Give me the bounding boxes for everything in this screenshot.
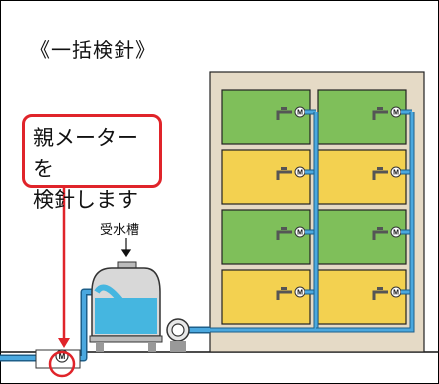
sub-meter: M bbox=[294, 106, 306, 118]
sub-meter: M bbox=[294, 166, 306, 178]
riser-pipes bbox=[210, 109, 415, 333]
apartment-unit bbox=[221, 269, 311, 325]
apartment-unit bbox=[317, 269, 407, 325]
sub-meter: M bbox=[390, 226, 402, 238]
apartment-unit bbox=[317, 209, 407, 265]
diagram-title: 《一括検針》 bbox=[30, 38, 156, 62]
faucet-icon bbox=[372, 287, 388, 300]
sub-meter-symbol: M bbox=[393, 170, 399, 177]
faucet-icon bbox=[372, 107, 388, 120]
callout-line-1: 親メーターを bbox=[33, 126, 138, 181]
water-tank bbox=[89, 261, 163, 352]
apartment-unit bbox=[221, 209, 311, 265]
tank-water bbox=[95, 298, 157, 334]
master-meter: M bbox=[35, 349, 81, 378]
sub-meter: M bbox=[390, 166, 402, 178]
apartment-unit bbox=[317, 149, 407, 205]
apartment-units: M M M M M M M M bbox=[221, 89, 407, 325]
sub-meter-symbol: M bbox=[297, 110, 303, 117]
sub-meter: M bbox=[390, 286, 402, 298]
sub-meter-symbol: M bbox=[297, 290, 303, 297]
faucet-icon bbox=[372, 167, 388, 180]
master-meter-symbol: M bbox=[59, 352, 66, 361]
apartment-unit bbox=[317, 89, 407, 145]
sub-meter: M bbox=[390, 106, 402, 118]
tank-label-arrow bbox=[120, 238, 132, 258]
sub-meter: M bbox=[294, 226, 306, 238]
callout-box: 親メーターを 検針します bbox=[22, 114, 162, 212]
faucet-icon bbox=[276, 227, 292, 240]
faucet-icon bbox=[276, 107, 292, 120]
tank-label: 受水槽 bbox=[100, 223, 140, 238]
sub-meter-symbol: M bbox=[393, 230, 399, 237]
sub-meter-symbol: M bbox=[393, 290, 399, 297]
sub-meter: M bbox=[294, 286, 306, 298]
sub-meter-symbol: M bbox=[393, 110, 399, 117]
sub-meter-symbol: M bbox=[297, 230, 303, 237]
callout-line-2: 検針します bbox=[33, 188, 138, 212]
faucet-icon bbox=[372, 227, 388, 240]
apartment-unit bbox=[221, 89, 311, 145]
callout-pointer bbox=[58, 188, 70, 348]
faucet-icon bbox=[276, 167, 292, 180]
master-meter-highlight bbox=[48, 350, 76, 378]
pump bbox=[166, 318, 190, 352]
faucet-icon bbox=[276, 287, 292, 300]
apartment-unit bbox=[221, 149, 311, 205]
sub-meter-symbol: M bbox=[297, 170, 303, 177]
